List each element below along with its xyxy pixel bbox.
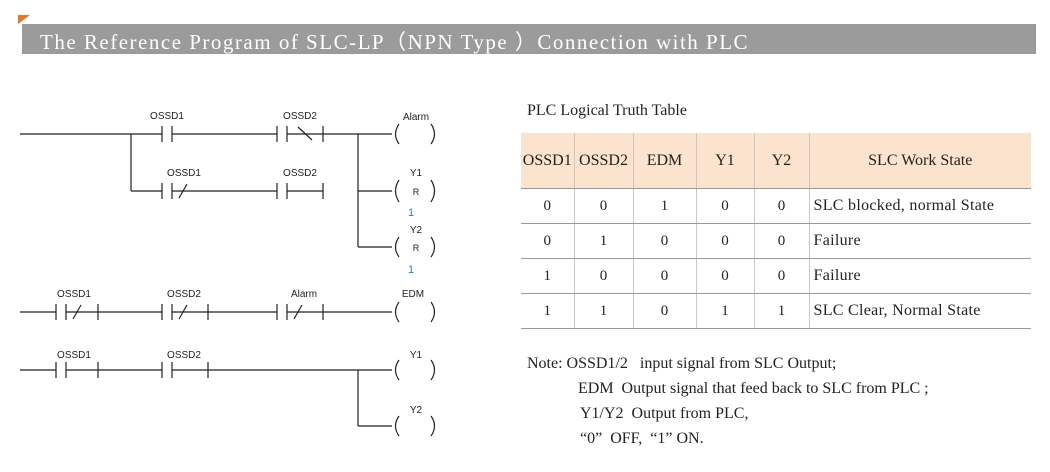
- table-cell: 0: [753, 188, 809, 224]
- table-cell: 1: [573, 223, 633, 259]
- coil-type: R: [413, 243, 420, 253]
- table-header-row: OSSD1 OSSD2 EDM Y1 Y2 SLC Work State: [521, 133, 1031, 189]
- table-cell: 0: [753, 223, 809, 259]
- table-cell: 0: [632, 293, 696, 329]
- contact-label: OSSD2: [283, 111, 317, 122]
- table-cell: 0: [573, 258, 633, 294]
- table-row: 1 1 0 1 1 SLC Clear, Normal State: [521, 293, 1031, 329]
- table-cell: 0: [521, 223, 574, 259]
- table-cell: 0: [573, 188, 633, 224]
- note-line: EDM Output signal that feed back to SLC …: [578, 380, 929, 397]
- coil-type: R: [413, 187, 420, 197]
- contact-label: OSSD2: [167, 350, 201, 361]
- table-row: 1 0 0 0 0 Failure: [521, 258, 1031, 294]
- table-row: 0 0 1 0 0 SLC blocked, normal State: [521, 188, 1031, 224]
- header-accent: [18, 15, 30, 24]
- contact-label: OSSD1: [57, 289, 91, 300]
- contact-label: OSSD2: [167, 289, 201, 300]
- page-title: The Reference Program of SLC-LP（NPN Type…: [40, 30, 750, 54]
- note-line: Y1/Y2 Output from PLC,: [580, 405, 749, 422]
- coil-label: Alarm: [403, 112, 429, 123]
- column-header: OSSD1: [521, 133, 574, 189]
- contact-label: OSSD2: [283, 168, 317, 179]
- truth-table: OSSD1 OSSD2 EDM Y1 Y2 SLC Work State 0 0…: [521, 133, 1031, 329]
- coil-value: 1: [408, 207, 414, 219]
- column-header: OSSD2: [573, 133, 633, 189]
- header-bar: The Reference Program of SLC-LP（NPN Type…: [22, 24, 1036, 54]
- table-cell: 1: [573, 293, 633, 329]
- coil-label: EDM: [402, 289, 424, 300]
- contact-label: OSSD1: [167, 168, 201, 179]
- table-cell: 0: [753, 258, 809, 294]
- coil-label: Y1: [410, 350, 423, 361]
- table-cell: 0: [695, 258, 754, 294]
- column-header: Y1: [695, 133, 754, 189]
- table-cell: 0: [521, 188, 574, 224]
- coil-label: Y2: [410, 405, 423, 416]
- table-cell: 0: [632, 223, 696, 259]
- note-line: “0” OFF, “1” ON.: [580, 430, 704, 447]
- table-cell: 1: [632, 188, 696, 224]
- table-row: 0 1 0 0 0 Failure: [521, 223, 1031, 259]
- work-state-cell: Failure: [808, 258, 1031, 294]
- table-cell: 0: [695, 223, 754, 259]
- contact-label: OSSD1: [150, 111, 184, 122]
- table-cell: 0: [632, 258, 696, 294]
- work-state-cell: SLC blocked, normal State: [808, 188, 1031, 224]
- table-title: PLC Logical Truth Table: [527, 102, 687, 119]
- contact-label: Alarm: [291, 289, 317, 300]
- table-cell: 1: [521, 293, 574, 329]
- work-state-cell: Failure: [808, 223, 1031, 259]
- coil-label: Y2: [410, 225, 423, 236]
- table-cell: 1: [695, 293, 754, 329]
- coil-value: 1: [408, 264, 414, 276]
- work-state-cell: SLC Clear, Normal State: [808, 293, 1031, 329]
- table-cell: 0: [695, 188, 754, 224]
- note-line: Note: OSSD1/2 input signal from SLC Outp…: [527, 355, 837, 372]
- table-cell: 1: [521, 258, 574, 294]
- ladder-diagram: OSSD1 OSSD2 Alarm OSSD1 OSSD2 Y1 R 1 Y2 …: [20, 111, 436, 437]
- column-header: SLC Work State: [808, 133, 1031, 189]
- column-header: Y2: [753, 133, 809, 189]
- coil-label: Y1: [410, 168, 423, 179]
- column-header: EDM: [632, 133, 696, 189]
- table-cell: 1: [753, 293, 809, 329]
- contact-label: OSSD1: [57, 350, 91, 361]
